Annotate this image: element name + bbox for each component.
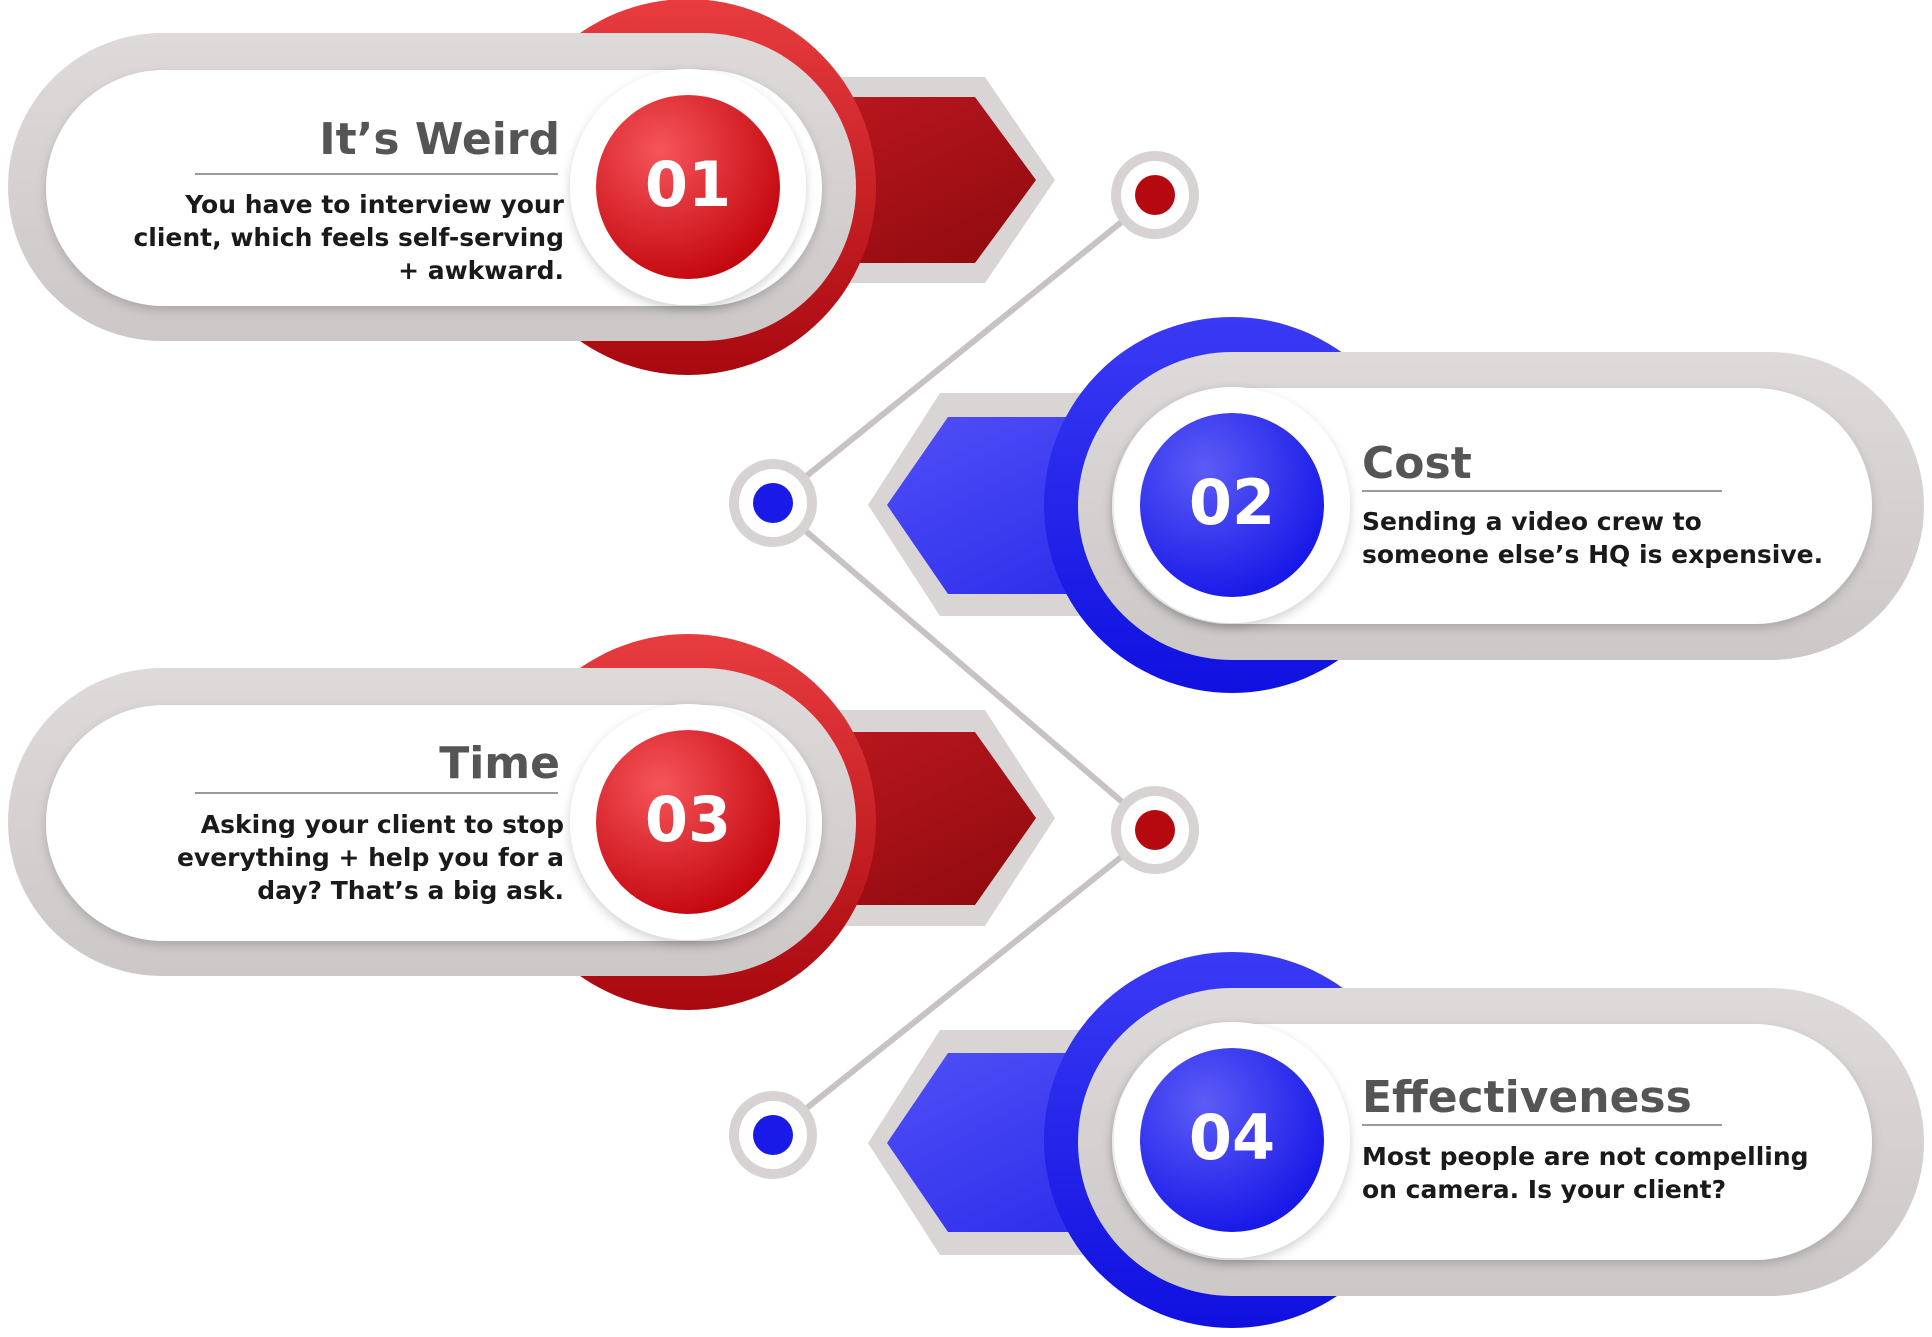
step-01-card [8,0,1055,375]
step-02-description: Sending a video crew to someone else’s H… [1362,507,1824,569]
step-03-title: Time [439,738,560,789]
connector-lines [771,192,1157,1138]
connector-node-blue-bottom [729,1091,817,1179]
connector-node-blue-top [729,459,817,547]
step-01-number: 01 [644,148,732,221]
step-04-badge [1140,1048,1324,1232]
step-01-title: It’s Weird [319,114,560,165]
step-03-number: 03 [644,783,732,856]
step-04-title: Effectiveness [1362,1072,1692,1123]
step-03-badge [596,730,780,914]
step-04-number: 04 [1188,1101,1276,1174]
step-03-card [8,634,1055,1010]
step-02-title: Cost [1362,438,1472,489]
step-01-badge [596,95,780,279]
connector-node-red-top [1111,151,1199,239]
step-04-card [868,952,1924,1328]
step-02-badge [1140,413,1324,597]
connector-node-red-bottom [1111,786,1199,874]
step-01-description: You have to interview your client, which… [133,190,564,285]
step-02-card [868,317,1924,693]
step-03-description: Asking your client to stop everything + … [176,810,564,905]
step-04-description: Most people are not compelling on camera… [1362,1142,1809,1204]
step-02-number: 02 [1188,466,1276,539]
